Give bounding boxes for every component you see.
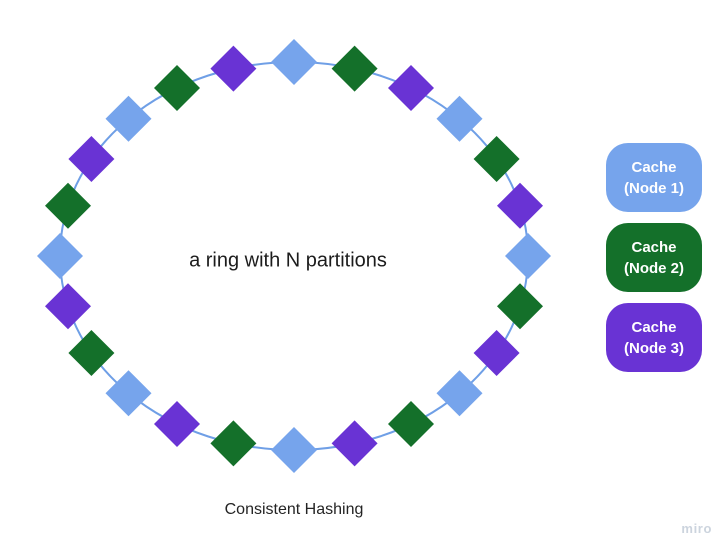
partition-diamond-14-node2[interactable]: [210, 420, 257, 467]
legend-item-cache-node-1[interactable]: Cache (Node 1): [606, 143, 702, 212]
miro-watermark[interactable]: miro: [681, 521, 712, 536]
legend: Cache (Node 1) Cache (Node 2) Cache (Nod…: [606, 143, 702, 372]
partition-diamond-8-node2[interactable]: [497, 283, 543, 330]
partition-diamond-20-node2[interactable]: [45, 182, 91, 229]
partition-diamond-1-node1[interactable]: [271, 39, 317, 85]
partition-diamond-6-node3[interactable]: [497, 182, 543, 229]
legend-item-label-line: (Node 3): [624, 339, 684, 357]
partition-diamond-2-node2[interactable]: [331, 45, 378, 92]
partition-diamond-7-node1[interactable]: [505, 233, 551, 279]
diagram-caption: Consistent Hashing: [224, 501, 364, 518]
partition-diamond-17-node2[interactable]: [68, 330, 115, 376]
ring-center-label: a ring with N partitions: [189, 249, 387, 272]
partition-diamond-22-node1[interactable]: [105, 95, 152, 142]
legend-item-cache-node-2[interactable]: Cache (Node 2): [606, 223, 702, 292]
partition-diamond-12-node3[interactable]: [331, 420, 378, 467]
legend-item-cache-node-3[interactable]: Cache (Node 3): [606, 303, 702, 372]
partition-diamond-16-node1[interactable]: [105, 370, 152, 417]
partition-diamond-15-node3[interactable]: [154, 401, 200, 447]
legend-item-label-line: (Node 2): [624, 259, 684, 277]
partition-diamond-23-node2[interactable]: [154, 65, 200, 111]
partition-diamond-18-node3[interactable]: [45, 283, 91, 330]
partition-diamond-3-node3[interactable]: [388, 65, 434, 111]
legend-item-label-line: Cache: [631, 158, 677, 176]
partition-diamond-13-node1[interactable]: [271, 427, 317, 473]
partition-diamond-10-node1[interactable]: [436, 370, 483, 417]
partition-diamond-5-node2[interactable]: [473, 136, 520, 182]
partition-diamond-21-node3[interactable]: [68, 136, 115, 182]
partition-diamond-11-node2[interactable]: [388, 401, 434, 447]
partition-diamond-24-node3[interactable]: [210, 45, 257, 92]
legend-item-label-line: (Node 1): [624, 179, 684, 197]
legend-item-label-line: Cache: [631, 318, 677, 336]
legend-item-label-line: Cache: [631, 238, 677, 256]
partition-diamond-9-node3[interactable]: [473, 330, 520, 376]
partition-diamond-4-node1[interactable]: [436, 95, 483, 142]
partition-diamond-19-node1[interactable]: [37, 233, 83, 279]
